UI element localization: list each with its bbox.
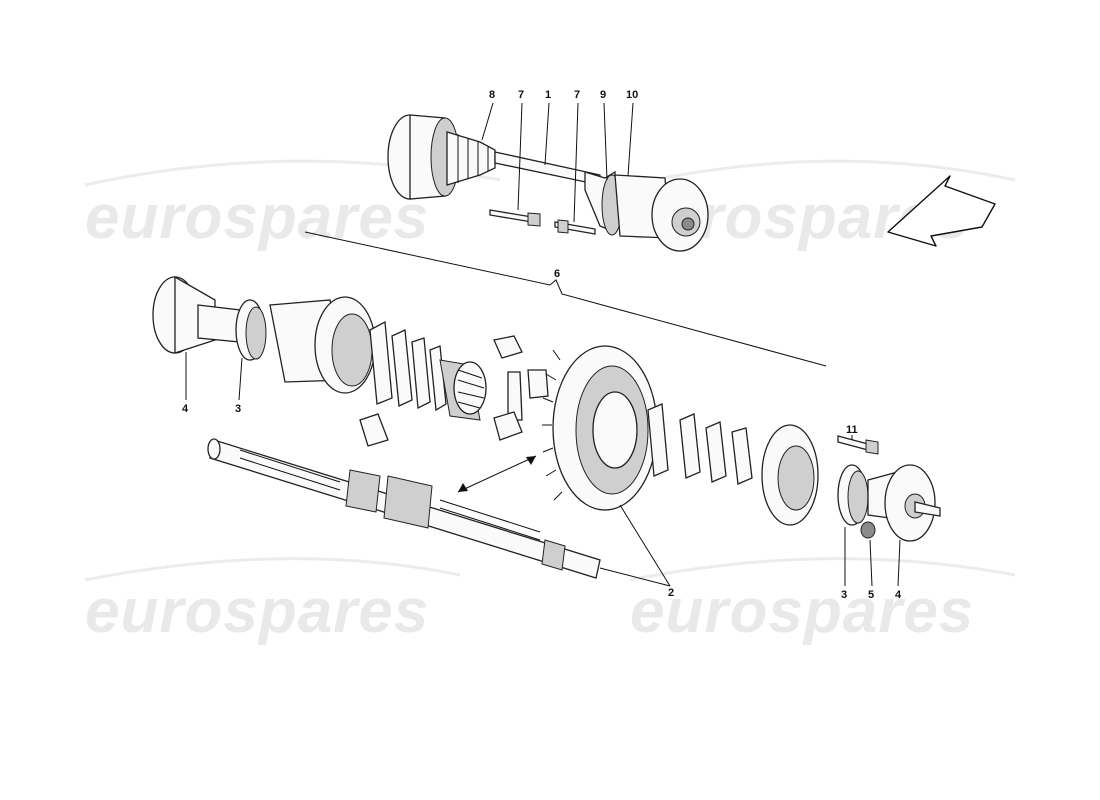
differential-assembly (152, 275, 941, 542)
direction-arrow-icon (887, 175, 996, 247)
callout-5: 5 (868, 589, 874, 601)
callout-7-left: 7 (518, 89, 524, 101)
callout-9: 9 (600, 89, 606, 101)
callout-6: 6 (554, 268, 560, 280)
axle-shaft-assembly (387, 114, 709, 252)
diff-leader-lines (185, 352, 901, 587)
callout-4-left: 4 (182, 403, 189, 415)
callout-11: 11 (846, 424, 858, 436)
double-arrow-icon (457, 455, 537, 493)
watermark-bottom-left: eurospares (85, 577, 429, 646)
top-leader-lines (481, 102, 634, 223)
callout-10: 10 (626, 89, 638, 101)
callout-1: 1 (545, 89, 551, 101)
input-shaft (207, 438, 601, 579)
callout-7-right: 7 (574, 89, 580, 101)
watermark-layer: eurospares eurospares eurospares eurospa… (84, 159, 1016, 646)
callout-3-right: 3 (841, 589, 847, 601)
callout-4-right: 4 (895, 589, 902, 601)
group-bracket (304, 231, 827, 367)
watermark-top-left: eurospares (85, 183, 429, 252)
callout-3-left: 3 (235, 403, 241, 415)
callout-labels: 8 7 1 7 9 10 6 4 3 11 2 3 5 4 (182, 89, 902, 601)
callout-2: 2 (668, 587, 674, 599)
callout-8: 8 (489, 89, 495, 101)
watermark-bottom-right: eurospares (630, 577, 974, 646)
